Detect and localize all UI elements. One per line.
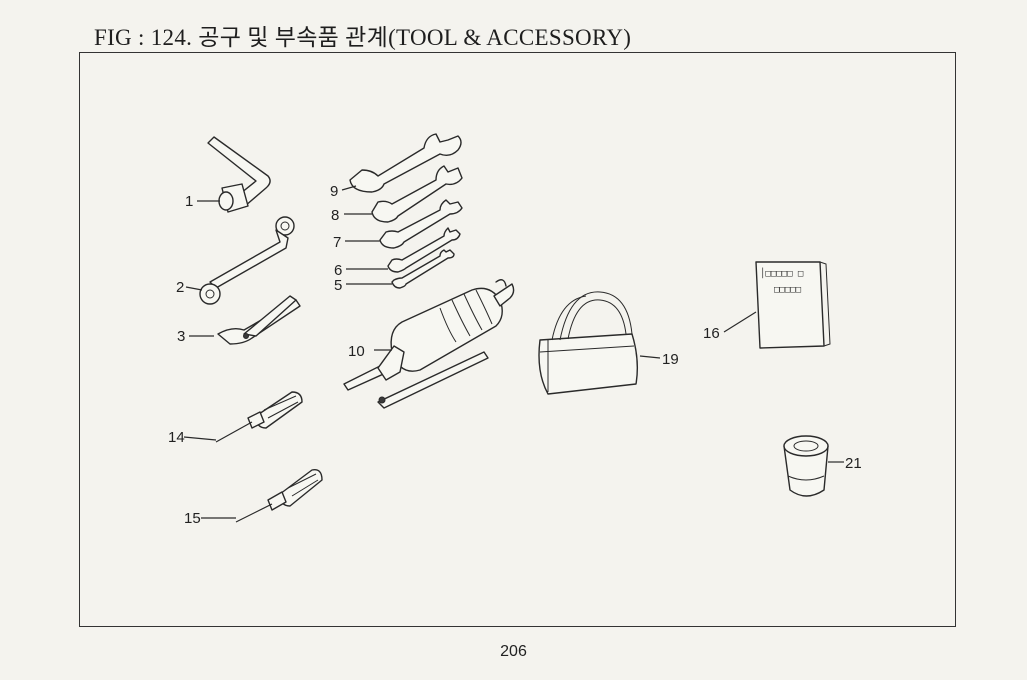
part-spanner-6 (387, 227, 461, 273)
part-screwdriver-15 (235, 469, 323, 523)
callout-1: 1 (185, 193, 193, 210)
part-spanner-8 (371, 165, 463, 223)
illustration-frame (79, 52, 956, 627)
callout-10: 10 (348, 343, 365, 360)
callout-15: 15 (184, 510, 201, 527)
callout-9: 9 (330, 183, 338, 200)
callout-5: 5 (334, 277, 342, 294)
callout-6: 6 (334, 262, 342, 279)
part-oil-cup (783, 435, 829, 497)
callout-19: 19 (662, 351, 679, 368)
part-offset-spanner (199, 216, 295, 305)
manual-cover-line-2: □□□□□ (774, 285, 802, 295)
part-spanner-5 (391, 249, 455, 289)
part-tool-bag (538, 291, 639, 395)
part-pliers (217, 295, 301, 345)
manual-cover-line-1: │□□□□□ □ (760, 267, 804, 279)
callout-16: 16 (703, 325, 720, 342)
callout-14: 14 (168, 429, 185, 446)
part-screwdriver-14 (215, 391, 303, 443)
figure-title: FIG : 124. 공구 및 부속품 관계(TOOL & ACCESSORY) (94, 25, 632, 50)
callout-8: 8 (331, 207, 339, 224)
callout-21: 21 (845, 455, 862, 472)
part-socket-wrench (207, 136, 271, 213)
callout-2: 2 (176, 279, 184, 296)
page-number: 206 (500, 643, 527, 660)
part-spanner-7 (379, 199, 463, 249)
callout-7: 7 (333, 234, 341, 251)
part-spanner-9 (349, 133, 462, 193)
callout-3: 3 (177, 328, 185, 345)
part-grease-gun (343, 279, 515, 409)
part-manual: │□□□□□ □ □□□□□ (755, 261, 831, 349)
